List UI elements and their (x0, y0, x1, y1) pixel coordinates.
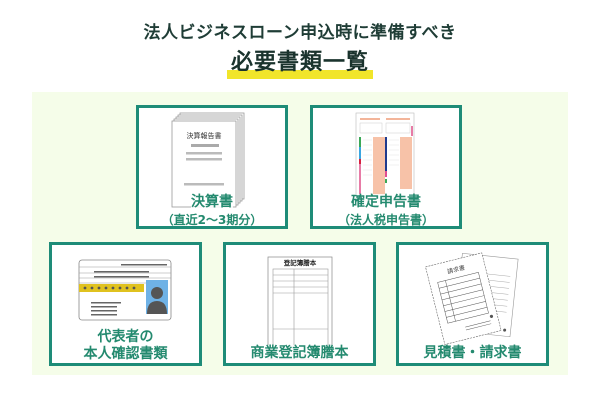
document-sublabel: （直近2〜3期分） (161, 213, 263, 227)
document-card-tax-return: 確定申告書 （法人税申告書） (310, 105, 462, 229)
document-sublabel: （法人税申告書） (337, 213, 434, 227)
document-label: 代表者の (97, 329, 154, 345)
document-card-estimate-invoice: 請求書 見積書・請求書 (396, 242, 549, 366)
svg-text:決算報告書: 決算報告書 (187, 131, 222, 140)
document-label: 決算書 (191, 194, 233, 210)
title-line-2: 必要書類一覧 (226, 44, 373, 79)
svg-text:登記簿謄本: 登記簿謄本 (283, 258, 317, 267)
registry-certificate-icon: 登記簿謄本 (267, 256, 333, 360)
document-label: 見積書・請求書 (423, 345, 522, 361)
tax-return-form-icon (355, 112, 415, 202)
title-line-2-wrap: 必要書類一覧 (0, 44, 600, 79)
document-sublabel: 本人確認書類 (83, 346, 168, 362)
id-card-icon (78, 259, 172, 321)
document-card-representative-id: 代表者の 本人確認書類 (49, 242, 202, 366)
title-line-1: 法人ビジネスローン申込時に準備すべき (143, 23, 457, 43)
stacked-financial-statement-icon: 決算報告書 (171, 112, 245, 208)
document-card-financial-statements: 決算報告書 決算書 （直近2〜3期分） (136, 105, 288, 229)
title-highlight (226, 70, 373, 79)
document-label: 商業登記簿謄本 (250, 345, 349, 361)
document-card-commercial-registry: 登記簿謄本 商業登記簿謄本 (223, 242, 376, 366)
invoice-estimate-icon: 請求書 (425, 252, 519, 345)
document-label: 確定申告書 (351, 194, 421, 210)
